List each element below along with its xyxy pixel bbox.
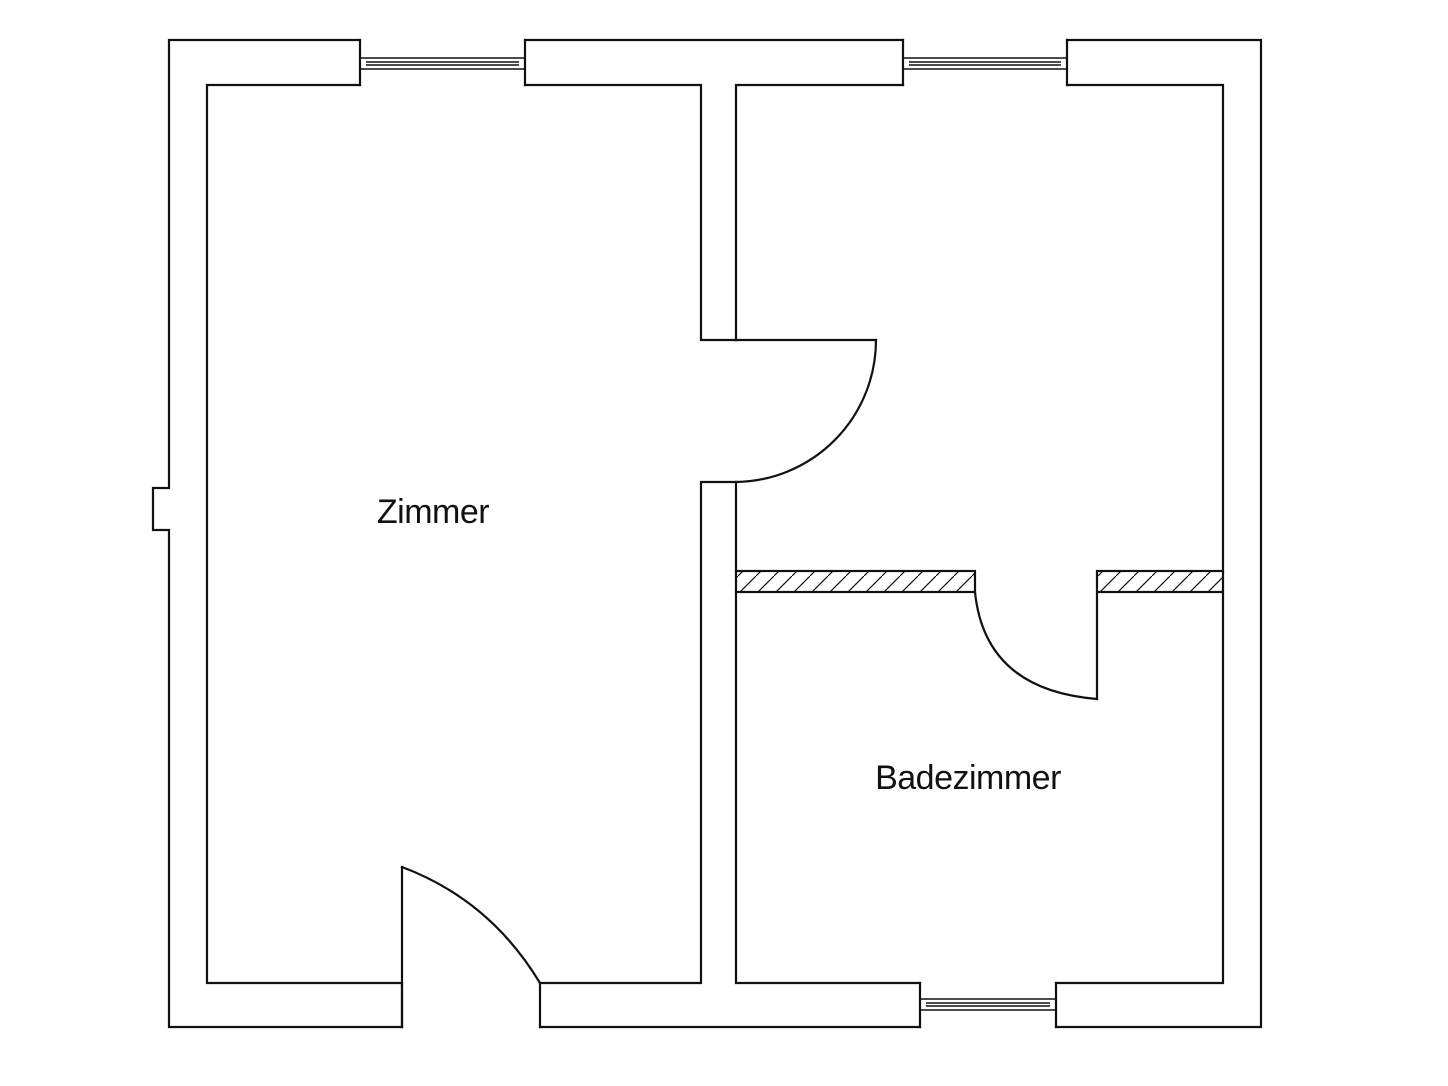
zimmer-inner-wall-lower-right	[538, 480, 738, 985]
partition-wall-left	[734, 569, 977, 594]
entry-door-jambs	[400, 981, 542, 1029]
window-top-right	[903, 57, 1067, 70]
zimmer-inner-wall	[205, 83, 738, 985]
entry-door-swing-arc	[400, 865, 542, 985]
window-top-left	[360, 57, 525, 70]
window-top-right-jambs	[901, 38, 1069, 87]
room-label-badezimmer: Badezimmer	[875, 759, 1061, 797]
bath-door-swing-arc	[973, 590, 1099, 701]
window-bottom-jambs	[918, 981, 1058, 1029]
window-bottom	[920, 998, 1056, 1011]
window-top-left-jambs	[358, 38, 527, 87]
partition-wall-right	[1095, 569, 1225, 594]
outer-wall-outer-edge	[151, 38, 404, 1029]
outer-wall-outer-edge-right	[1054, 38, 1263, 1029]
interior-door-swing-arc	[734, 338, 878, 484]
badezimmer-inner-wall	[734, 590, 1225, 985]
room-label-zimmer: Zimmer	[377, 493, 489, 531]
upper-room-inner-wall	[734, 83, 1225, 573]
